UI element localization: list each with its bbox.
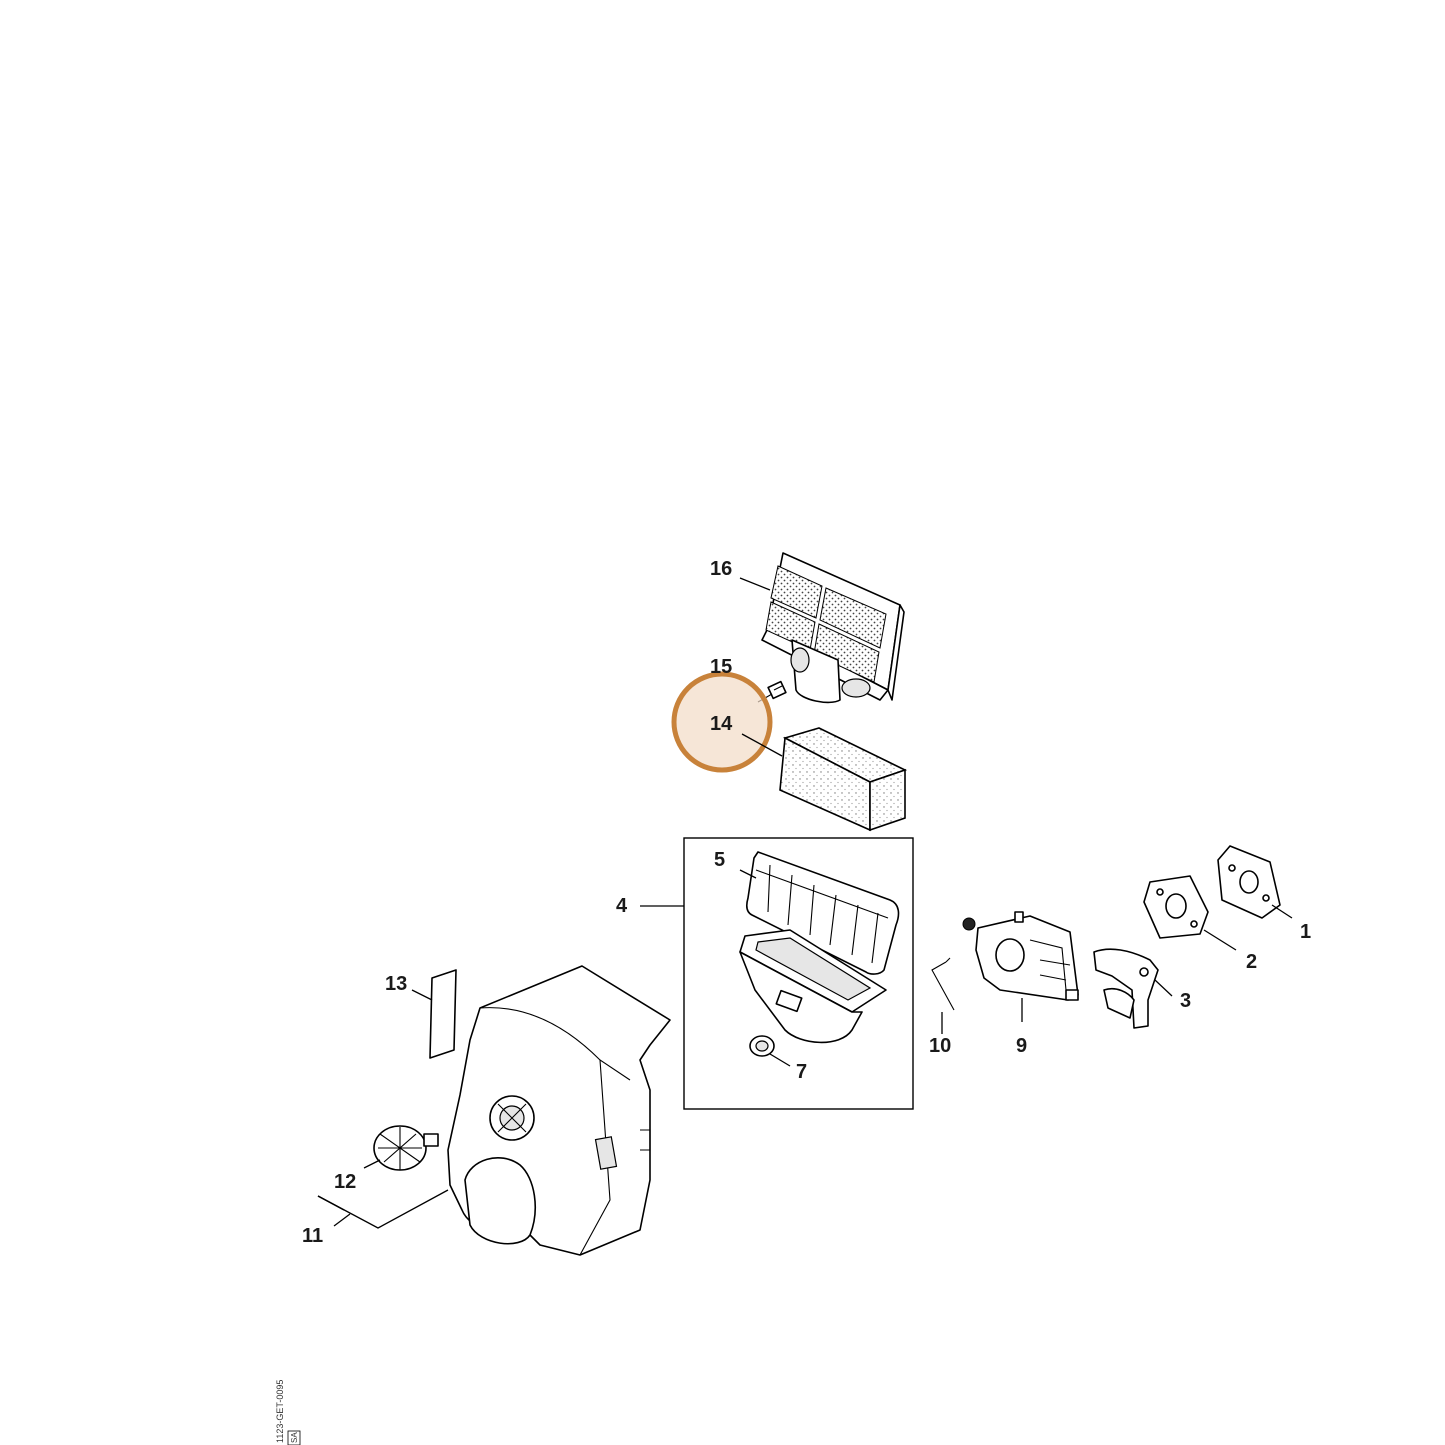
highlight-circle <box>671 671 773 773</box>
callout-1[interactable]: 1 <box>1300 921 1311 943</box>
drawing-code: 1123-GET-0095 SA <box>275 1380 301 1445</box>
assembly-5-box <box>683 837 914 1110</box>
callout-7[interactable]: 5 <box>714 849 725 871</box>
part-3-carburetor[interactable] <box>962 911 1079 1001</box>
part-12-knob[interactable] <box>373 1125 439 1171</box>
part-9-nut[interactable] <box>749 1035 775 1057</box>
callout-16[interactable]: 15 <box>710 656 732 678</box>
callout-15[interactable]: 16 <box>710 558 732 580</box>
callout-11[interactable]: 11 <box>302 1225 323 1247</box>
part-11-shroud[interactable] <box>447 965 671 1256</box>
callout-4[interactable]: 3 <box>1180 990 1191 1012</box>
part-14-foam-filter[interactable] <box>779 727 908 832</box>
callout-3[interactable]: 9 <box>1016 1035 1027 1057</box>
callout-14[interactable]: 14 <box>710 713 733 735</box>
callout-5[interactable]: 4 <box>616 895 628 917</box>
svg-text:1123-GET-0095: 1123-GET-0095 <box>275 1380 285 1443</box>
callout-13[interactable]: 13 <box>385 973 407 995</box>
callout-9[interactable]: 7 <box>796 1061 807 1083</box>
svg-text:SA: SA <box>290 1432 299 1443</box>
part-5-filter-base[interactable] <box>739 929 887 1044</box>
part-4-manifold[interactable] <box>1093 948 1159 1029</box>
part-13-label[interactable] <box>429 969 457 1059</box>
part-15-air-filter[interactable] <box>761 552 905 704</box>
callout-12[interactable]: 12 <box>334 1171 356 1193</box>
part-10-hex-key[interactable] <box>931 957 955 1011</box>
part-2-flange[interactable] <box>1143 875 1209 939</box>
leader-lines <box>317 577 1293 1229</box>
part-7-filter-cover[interactable] <box>746 851 900 975</box>
callouts: 16 15 14 5 4 7 1 2 3 9 10 13 12 11 <box>302 558 1311 1247</box>
callout-2[interactable]: 2 <box>1246 951 1257 973</box>
callout-10[interactable]: 10 <box>929 1035 951 1057</box>
part-1-gasket[interactable] <box>1217 845 1281 919</box>
